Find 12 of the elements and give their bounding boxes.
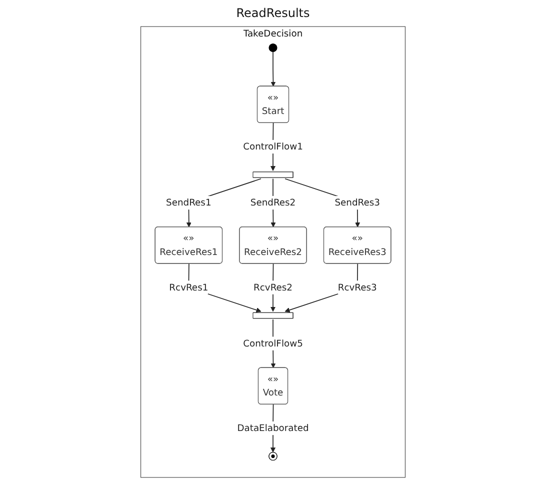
edge-label: RcvRes3	[338, 282, 377, 293]
annotation-text: ReadResults	[236, 6, 310, 20]
edge-label: ControlFlow1	[243, 141, 303, 152]
edge-label: SendRes2	[250, 197, 296, 208]
edge-label: RcvRes1	[169, 282, 208, 293]
edge-label: RcvRes2	[254, 282, 292, 293]
edge-label: ControlFlow5	[243, 338, 303, 349]
node-circle	[268, 43, 278, 52]
edge-label: SendRes3	[334, 197, 380, 208]
arrow	[270, 51, 276, 87]
edge-label: DataElaborated	[237, 422, 309, 434]
edge-label: SendRes1	[166, 197, 212, 208]
